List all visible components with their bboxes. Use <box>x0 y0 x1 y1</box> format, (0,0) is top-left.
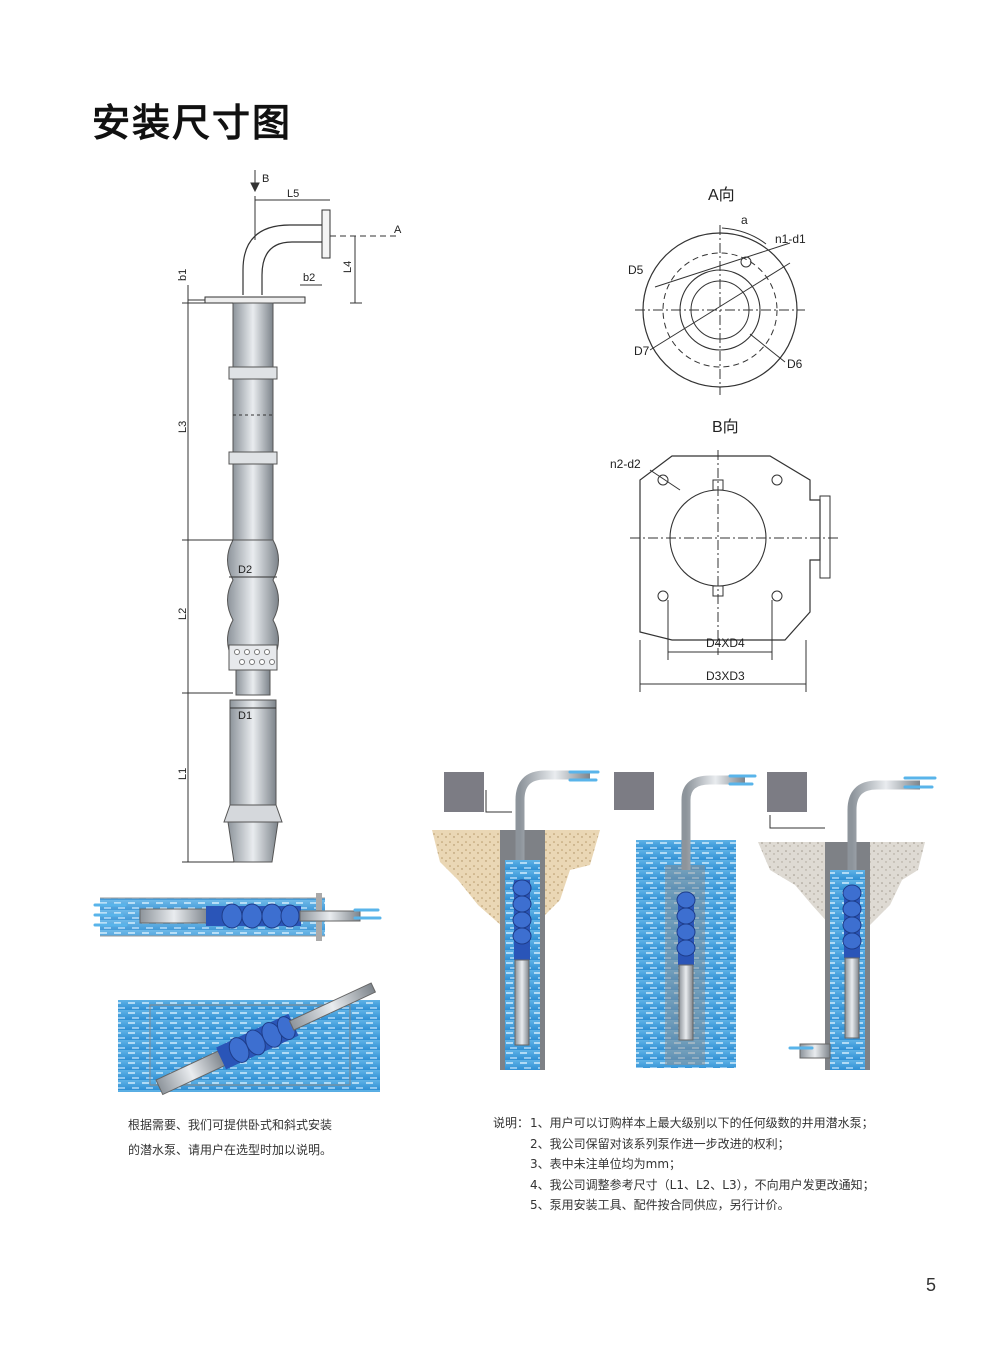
label-A: A <box>394 224 402 236</box>
well-installation-2 <box>614 772 757 1068</box>
label-L1: L1 <box>177 768 189 780</box>
note-item: 1、用户可以订购样本上最大级别以下的任何级数的井用潜水泵； <box>530 1116 874 1130</box>
label-n2-d2: n2-d2 <box>610 457 641 471</box>
inclined-pump-illustration <box>118 982 380 1096</box>
note-item: 3、表中未注单位均为mm； <box>530 1157 682 1171</box>
note-item: 2、我公司保留对该系列泵作进一步改进的权利； <box>530 1136 790 1151</box>
note-item: 4、我公司调整参考尺寸（L1、L2、L3），不向用户发更改通知； <box>530 1177 875 1192</box>
view-b-base-drawing <box>630 450 840 692</box>
notes-list: 说明：1、用户可以订购样本上最大级别以下的任何级数的井用潜水泵； 2、我公司保留… <box>493 1113 923 1216</box>
horizontal-pump-illustration <box>93 893 382 941</box>
label-D2: D2 <box>238 564 252 576</box>
label-D4XD4: D4XD4 <box>706 636 745 650</box>
label-D3XD3: D3XD3 <box>706 669 745 683</box>
label-D1: D1 <box>238 710 252 722</box>
well-installation-1 <box>432 770 600 1070</box>
label-b2: b2 <box>303 272 315 284</box>
view-a-flange-drawing <box>635 225 805 395</box>
notes-lead: 说明： <box>493 1116 530 1130</box>
page-number: 5 <box>926 1275 937 1295</box>
label-L4: L4 <box>342 261 354 273</box>
installation-note: 根据需要、我们可提供卧式和斜式安装 的潜水泵、请用户在选型时加以说明。 <box>128 1113 418 1163</box>
label-L5: L5 <box>287 188 299 200</box>
label-L2: L2 <box>177 608 189 620</box>
note-item: 5、泵用安装工具、配件按合同供应，另行计价。 <box>530 1198 790 1212</box>
installation-note-line: 的潜水泵、请用户在选型时加以说明。 <box>128 1143 333 1157</box>
installation-note-line: 根据需要、我们可提供卧式和斜式安装 <box>128 1118 333 1132</box>
view-b-title: B向 <box>712 418 739 436</box>
label-B: B <box>262 173 269 185</box>
label-D5: D5 <box>628 263 644 277</box>
label-L3: L3 <box>177 421 189 433</box>
label-n1-d1: n1-d1 <box>775 232 806 246</box>
label-a: a <box>741 213 748 227</box>
label-b1: b1 <box>177 269 189 281</box>
page-title: 安装尺寸图 <box>92 101 293 145</box>
label-D7: D7 <box>634 344 650 358</box>
view-a-title: A向 <box>708 186 735 204</box>
label-D6: D6 <box>787 357 803 371</box>
vertical-pump-drawing <box>182 170 400 863</box>
well-installation-3 <box>758 772 937 1070</box>
